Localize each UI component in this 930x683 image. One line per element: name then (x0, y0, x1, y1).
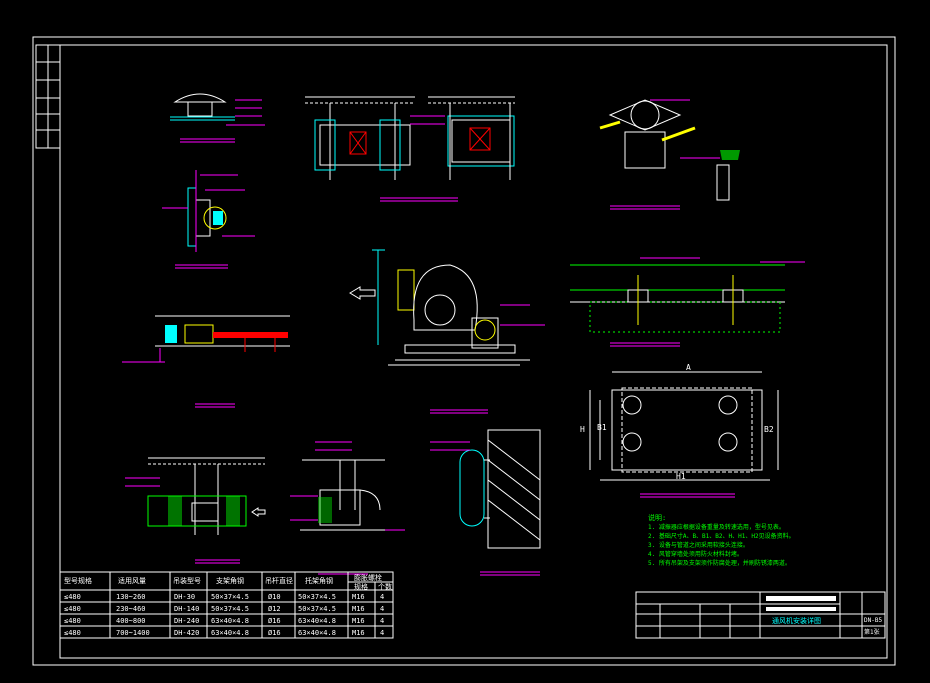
vibration-isolator-section (570, 257, 805, 347)
note-line: 1. 减振器应根据设备重量及转速选用，型号见表。 (648, 523, 785, 531)
foundation-plan-view: A H1 H B1 B2 (580, 363, 779, 498)
table-cell: DH-30 (174, 593, 195, 601)
inline-duct-fan-detail (122, 315, 290, 408)
table-cell: Ø10 (268, 593, 281, 601)
hanger-bracket-detail (290, 441, 405, 575)
table-cell: DH-140 (174, 605, 199, 613)
table-cell: DH-420 (174, 629, 199, 637)
table-cell: M16 (352, 617, 365, 625)
table-cell: ≤480 (64, 593, 81, 601)
table-cell: 63×40×4.8 (211, 617, 249, 625)
table-cell: M16 (352, 593, 365, 601)
table-subheader: 规格 (354, 582, 368, 591)
table-cell: ≤480 (64, 605, 81, 613)
centrifugal-fan-elevation (349, 249, 545, 414)
table-cell: 130~260 (116, 593, 146, 601)
table-cell: 4 (380, 629, 384, 637)
table-cell: 50×37×4.5 (211, 593, 249, 601)
note-line: 2. 基础尺寸A、B、B1、B2、H、H1、H2见设备资料。 (648, 532, 795, 540)
wall-axial-fan-detail (162, 170, 255, 269)
table-header: 吊装型号 (173, 576, 201, 585)
table-header: 适用风量 (118, 576, 146, 585)
table-header: 支架角钢 (216, 576, 244, 585)
wall-mounted-fan-detail (430, 429, 541, 576)
table-cell: ≤480 (64, 617, 81, 625)
drawing-title: 通风机安装详图 (772, 616, 821, 625)
table-header: 膨胀螺栓 (354, 573, 382, 582)
table-header: 吊杆直径 (265, 576, 293, 585)
table-cell: Ø16 (268, 629, 281, 637)
selection-table: 型号规格 适用风量 吊装型号 支架角钢 吊杆直径 托架角钢 膨胀螺栓 规格 个数… (59, 571, 394, 639)
roof-exhaust-fan-detail (599, 99, 740, 210)
drawing-code: DN-B5 (864, 617, 882, 624)
duct-mounted-fan-detail (125, 457, 266, 564)
notes-title: 说明: (648, 513, 666, 522)
note-line: 4. 风管穿墙处须用防火材料封堵。 (648, 550, 743, 558)
table-header: 型号规格 (64, 576, 92, 585)
drawing-frame (32, 36, 896, 666)
note-line: 3. 设备与管道之间采用软接头连接。 (648, 541, 749, 549)
dim-b2-label: B2 (764, 425, 774, 434)
ceiling-hung-unit-elevation (305, 96, 445, 180)
table-cell: ≤480 (64, 629, 81, 637)
note-line: 5. 所有吊架及支架须作防腐处理，并刷防锈漆两道。 (648, 559, 791, 567)
general-notes: 说明: 1. 减振器应根据设备重量及转速选用，型号见表。 2. 基础尺寸A、B、… (648, 513, 795, 567)
table-cell: 400~800 (116, 617, 146, 625)
dim-h-label: H (580, 425, 585, 434)
table-subheader: 个数 (378, 582, 392, 591)
table-cell: M16 (352, 605, 365, 613)
dim-b1-label: B1 (597, 423, 607, 432)
table-cell: 700~1400 (116, 629, 150, 637)
dim-a-label: A (686, 363, 691, 372)
table-cell: 50×37×4.5 (298, 605, 336, 613)
table-cell: 50×37×4.5 (211, 605, 249, 613)
table-cell: 4 (380, 605, 384, 613)
table-cell: 63×40×4.8 (298, 629, 336, 637)
title-block: 通风机安装详图 DN-B5 第1张 (635, 591, 886, 639)
roof-fan-detail (170, 93, 265, 143)
table-cell: DH-240 (174, 617, 199, 625)
table-cell: 4 (380, 617, 384, 625)
table-cell: M16 (352, 629, 365, 637)
table-cell: 63×40×4.8 (298, 617, 336, 625)
ceiling-hung-unit-side-view (380, 96, 515, 202)
table-cell: 230~460 (116, 605, 146, 613)
table-cell: 50×37×4.5 (298, 593, 336, 601)
table-cell: 63×40×4.8 (211, 629, 249, 637)
sheet-number: 第1张 (864, 628, 880, 636)
table-cell: 4 (380, 593, 384, 601)
table-cell: Ø12 (268, 605, 281, 613)
table-header: 托架角钢 (305, 576, 333, 585)
table-cell: Ø16 (268, 617, 281, 625)
dim-h1-label: H1 (676, 472, 686, 481)
